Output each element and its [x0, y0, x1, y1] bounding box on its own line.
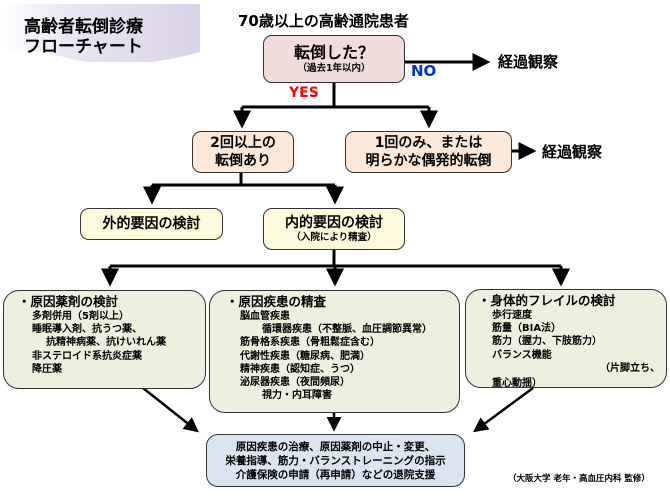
- question-main: 転倒した？: [293, 43, 374, 62]
- no-label: NO: [411, 62, 437, 80]
- internal-factor-label: 内的要因の検討: [285, 215, 383, 231]
- diseases-item: 代謝性疾患（糖尿病、肥満）: [240, 350, 370, 362]
- frailty-item: 重心動揺）: [492, 378, 542, 390]
- frailty-item: 歩行速度: [492, 310, 532, 321]
- branch-multiple-line2: 転倒あり: [215, 153, 271, 169]
- final-line2: 栄養指導、筋力・バランストレーニングの指示: [225, 454, 446, 467]
- frailty-box: [465, 289, 667, 388]
- question-sub: （過去1年以内）: [297, 63, 371, 74]
- drugs-heading: ・原因薬剤の検討: [18, 294, 119, 309]
- drugs-item: 睡眠導入剤、抗うつ薬、: [32, 324, 142, 336]
- external-factor-label: 外的要因の検討: [102, 216, 201, 232]
- diseases-item: 脳血管疾患: [240, 311, 290, 322]
- yes-label: YES: [289, 85, 319, 101]
- frailty-heading: ・身体的フレイルの検討: [478, 293, 616, 308]
- diseases-box: [209, 290, 460, 413]
- frailty-item: （片脚立ち、: [600, 362, 660, 374]
- frailty-item: バランス機能: [492, 349, 552, 361]
- drugs-item: 降圧薬: [32, 363, 62, 375]
- diseases-list: ・原因疾患の精査 脳血管疾患 循環器疾患（不整脈、血圧調節異常） 筋骨格系疾患（…: [226, 293, 432, 402]
- title-line-2: フローチャート: [24, 37, 143, 57]
- frailty-item: 筋量（BIA法）: [492, 323, 562, 335]
- internal-factor-sub: （入院により精査）: [291, 232, 377, 243]
- branch-multiple-box: 2回以上の 転倒あり: [192, 131, 294, 173]
- branch-single-line1: 1回のみ、または: [374, 135, 483, 151]
- drugs-item: 抗精神病薬、抗けいれん薬: [46, 337, 166, 349]
- frailty-list: ・身体的フレイルの検討 歩行速度 筋量（BIA法） 筋力（握力、下肢筋力） バラ…: [478, 292, 660, 390]
- no-outcome-label: 経過観察: [498, 53, 559, 71]
- diseases-heading: ・原因疾患の精査: [226, 294, 327, 309]
- final-line3: 介護保険の申請（再申請）などの退院支援: [235, 468, 436, 481]
- diseases-item: 筋骨格系疾患（骨粗鬆症含む）: [240, 337, 380, 349]
- arrow-drugs-final: [142, 387, 199, 433]
- branch-single-box: 1回のみ、または 明らかな偶発的転倒: [345, 131, 512, 173]
- diseases-item: 循環器疾患（不整脈、血圧調節異常）: [262, 324, 432, 336]
- drugs-box: [3, 290, 206, 389]
- drugs-item: 非ステロイド系抗炎症薬: [32, 350, 142, 362]
- title-line-1: 高齢者転倒診療: [24, 17, 143, 37]
- diseases-item: 視力・内耳障害: [262, 390, 332, 402]
- branch-multiple-line1: 2回以上の: [210, 135, 276, 151]
- single-outcome-label: 経過観察: [542, 143, 603, 161]
- drugs-list: ・原因薬剤の検討 多剤併用（5剤以上） 睡眠導入剤、抗うつ薬、 抗精神病薬、抗け…: [18, 293, 166, 376]
- question-box: 転倒した？ （過去1年以内）: [263, 35, 405, 83]
- external-factor-box: 外的要因の検討: [80, 208, 223, 240]
- drugs-item: 多剤併用（5剤以上）: [32, 311, 129, 322]
- final-action-box: 原因疾患の治療、原因薬剤の中止・変更、 栄養指導、筋力・バランストレーニングの指…: [206, 434, 465, 487]
- internal-factor-box: 内的要因の検討 （入院により精査）: [263, 208, 405, 250]
- final-line1: 原因疾患の治療、原因薬剤の中止・変更、: [235, 440, 436, 453]
- diseases-item: 泌尿器疾患（夜間頻尿）: [240, 377, 350, 389]
- arrow-frailty-final: [472, 386, 534, 433]
- start-label: 70歳以上の高齢通院患者: [238, 12, 409, 30]
- credit-note: （大阪大学 老年・高血圧内科 監修）: [508, 474, 650, 484]
- frailty-item: 筋力（握力、下肢筋力）: [492, 336, 602, 348]
- diseases-item: 精神疾患（認知症、うつ）: [240, 363, 360, 375]
- branch-single-line2: 明らかな偶発的転倒: [365, 153, 492, 169]
